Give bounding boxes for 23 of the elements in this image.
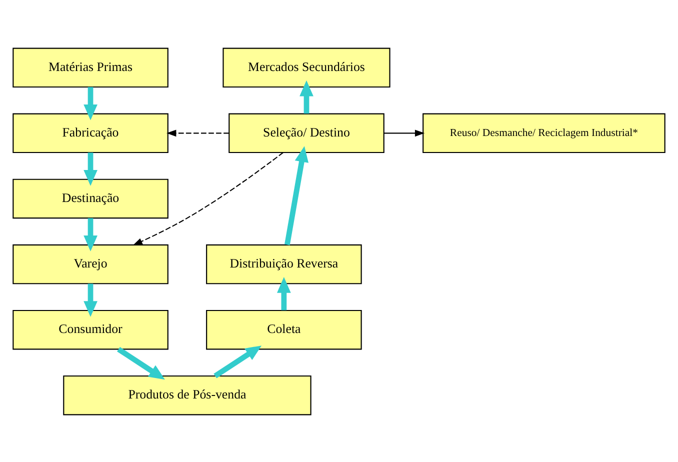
node-box: Reuso/ Desmanche/ Reciclagem Industrial* — [422, 112, 666, 153]
node-box: Fabricação — [12, 112, 168, 153]
node-box: Coleta — [206, 309, 362, 350]
arrow — [84, 86, 98, 120]
arrow — [277, 276, 291, 310]
arrow — [166, 129, 229, 136]
arrow — [84, 283, 98, 316]
node-box: Varejo — [12, 244, 168, 284]
node-box: Matérias Primas — [12, 47, 168, 88]
node-box: Mercados Secundários — [222, 47, 390, 88]
node-box: Destinação — [12, 178, 168, 218]
arrow — [132, 152, 284, 245]
arrow — [84, 152, 98, 186]
node-box: Distribuição Reversa — [206, 244, 362, 284]
node-box: Consumidor — [12, 309, 168, 350]
arrow — [84, 218, 98, 251]
node-box: Produtos de Pós-venda — [63, 374, 312, 415]
arrow — [117, 346, 165, 380]
arrow — [300, 80, 314, 114]
arrow — [284, 146, 309, 245]
arrow — [384, 129, 425, 136]
node-box: Seleção/ Destino — [228, 112, 384, 153]
arrow — [214, 345, 262, 378]
